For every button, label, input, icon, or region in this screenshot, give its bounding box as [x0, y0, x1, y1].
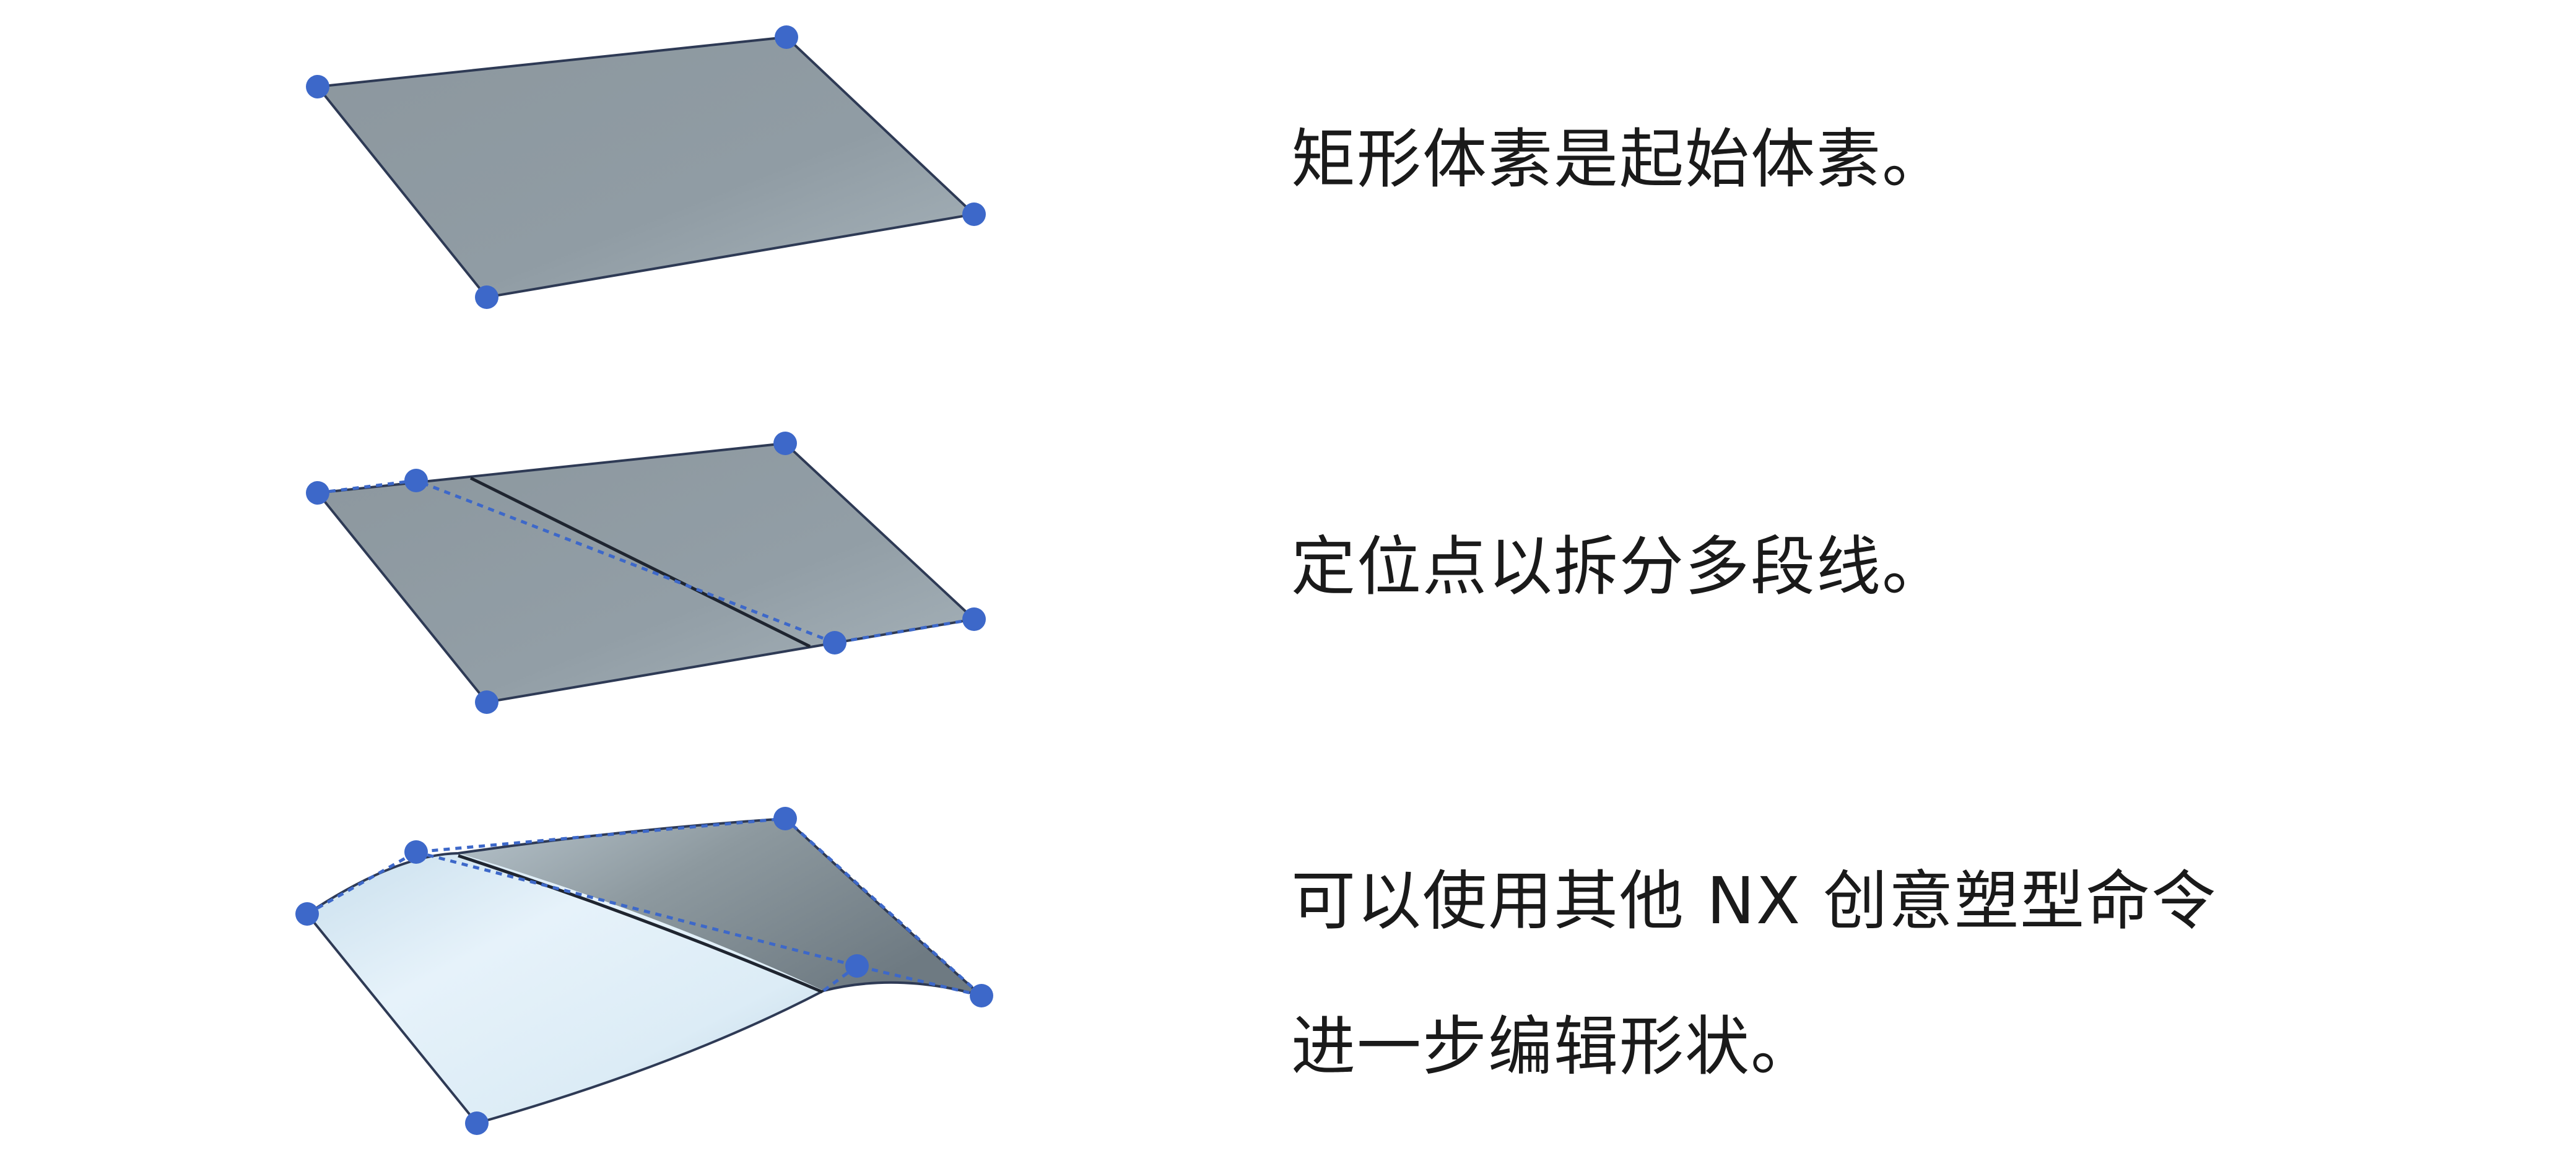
surface-edge-bottom [476, 981, 982, 1124]
curved-surface-front [307, 853, 824, 1123]
control-points [306, 25, 986, 309]
control-point [962, 607, 986, 631]
control-point [962, 202, 986, 226]
step-3-caption-line-2: 进一步编辑形状。 [1291, 1009, 1817, 1084]
control-point [465, 1111, 489, 1135]
step-2-split-polyline [306, 432, 986, 714]
step-3-caption-line-1: 可以使用其他 NX 创意塑型命令 [1291, 863, 2217, 939]
control-polyline [306, 817, 983, 997]
control-point [475, 285, 498, 309]
surface-edge-left [306, 913, 478, 1124]
curved-surface-back [458, 819, 981, 996]
control-point [775, 25, 798, 49]
control-point [773, 807, 797, 830]
control-point [404, 469, 428, 492]
control-points [306, 432, 986, 714]
split-edge [469, 476, 811, 648]
split-edge [458, 854, 823, 994]
control-point [306, 75, 329, 98]
control-point [404, 840, 428, 864]
step-1-rectangle-primitive [306, 25, 986, 309]
control-point [306, 481, 329, 505]
control-point [773, 432, 797, 455]
control-polyline [317, 479, 975, 645]
control-points [295, 807, 993, 1135]
control-point [970, 984, 993, 1007]
step-2-caption: 定位点以拆分多段线。 [1291, 529, 1948, 604]
control-point [823, 631, 846, 654]
step-3-curved-surface [295, 807, 993, 1135]
control-point [845, 954, 869, 978]
control-point [295, 902, 319, 926]
control-point [475, 690, 498, 714]
step-1-caption: 矩形体素是起始体素。 [1291, 121, 1948, 197]
rectangle-surface [315, 35, 977, 299]
